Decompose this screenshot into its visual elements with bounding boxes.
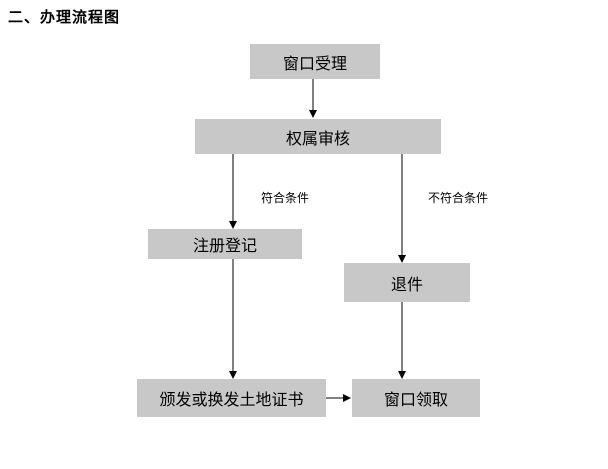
node-window-accept: 窗口受理 <box>250 44 380 79</box>
node-register: 注册登记 <box>148 229 302 259</box>
node-issue-certificate: 颁发或换发土地证书 <box>137 379 326 417</box>
node-return: 退件 <box>344 263 470 302</box>
node-window-collect: 窗口领取 <box>352 379 480 417</box>
page-title: 二、办理流程图 <box>8 8 121 26</box>
edge-label-qualified: 符合条件 <box>261 191 310 205</box>
node-ownership-review: 权属审核 <box>195 119 441 154</box>
edge-label-not-qualified: 不符合条件 <box>428 191 489 205</box>
